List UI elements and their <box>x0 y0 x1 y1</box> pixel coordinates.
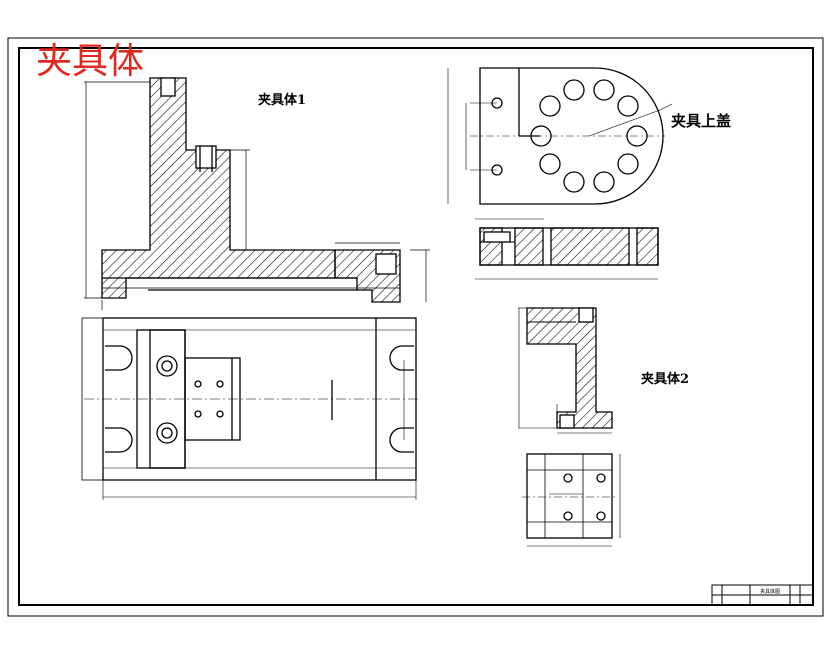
body2-plan-view <box>526 453 621 547</box>
inner-border <box>18 47 814 606</box>
label-body1: 夹具体1 <box>258 92 306 108</box>
body1-plan-view <box>81 317 417 500</box>
title-block-text: 夹具体图 <box>760 588 780 595</box>
outer-border <box>7 37 824 617</box>
main-title: 夹具体 <box>36 41 144 82</box>
label-body2: 夹具体2 <box>641 371 689 387</box>
cover-top-view <box>479 67 664 205</box>
body1-section-view <box>101 77 401 303</box>
cover-section-view <box>479 227 659 266</box>
title-block <box>711 584 814 606</box>
body2-section-view <box>526 307 613 429</box>
body1-dimensions <box>84 81 430 310</box>
label-cover: 夹具上盖 <box>671 112 731 130</box>
cover-top-dimensions <box>447 68 673 220</box>
body2-dimensions <box>518 307 612 434</box>
